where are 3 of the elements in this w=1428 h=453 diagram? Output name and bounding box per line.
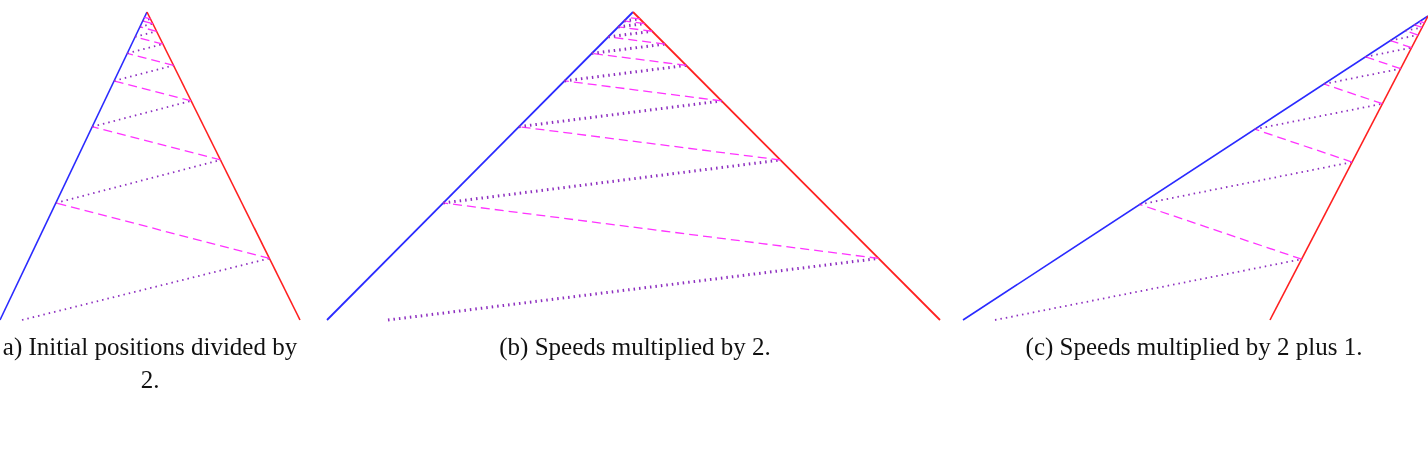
caption: (c) Speeds multiplied by 2 plus 1. [1024, 332, 1364, 363]
caption: a) Initial positions divided by 2. [1, 332, 299, 395]
caption: (b) Speeds multiplied by 2. [498, 332, 772, 363]
